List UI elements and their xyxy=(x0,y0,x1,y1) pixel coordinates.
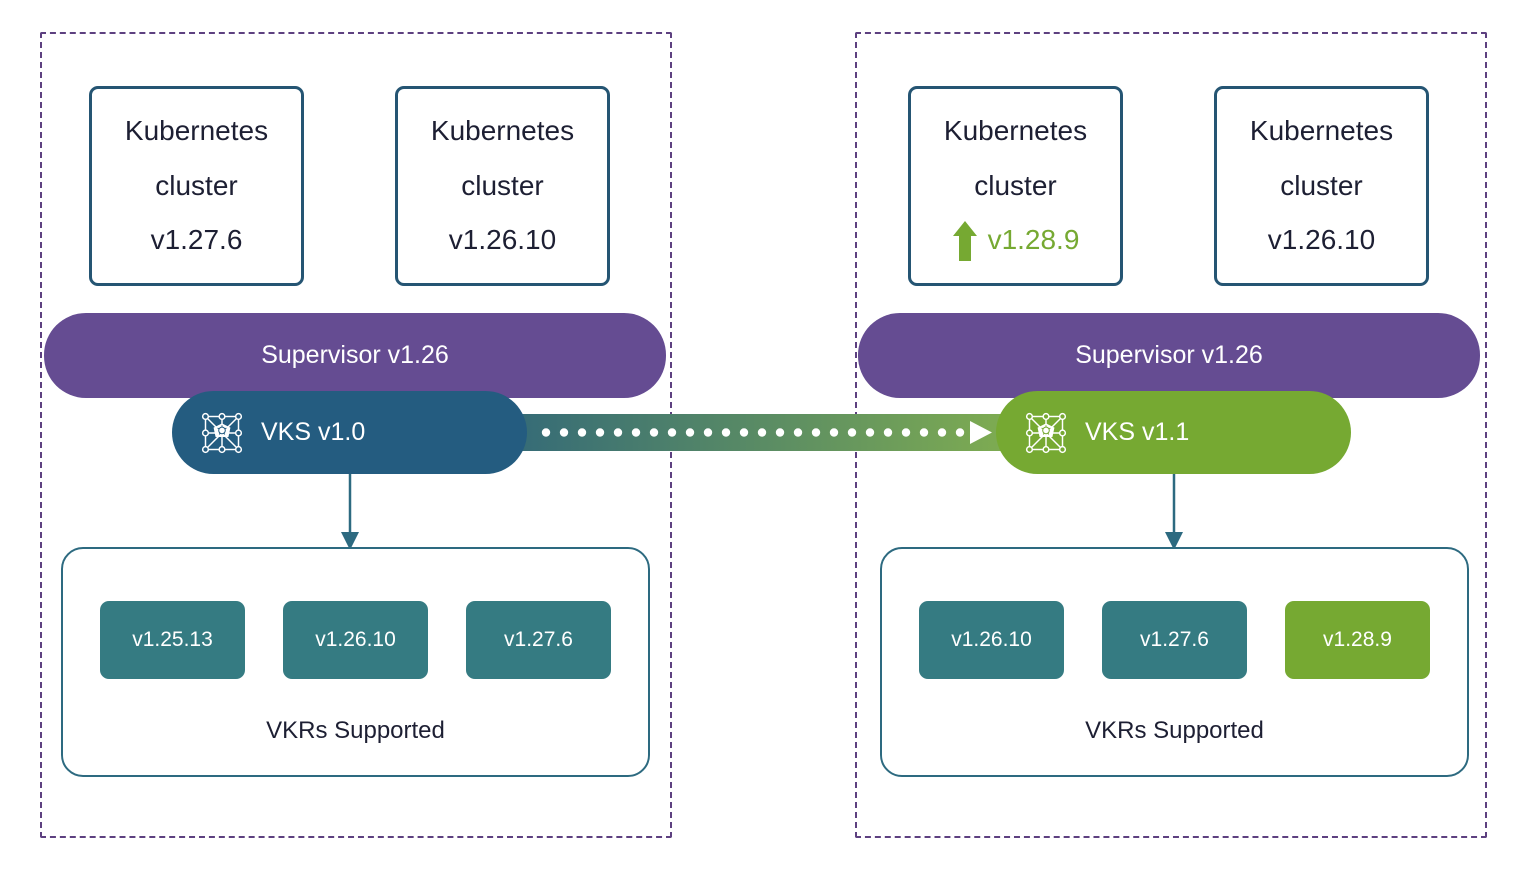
vkr-chip: v1.25.13 xyxy=(100,601,245,679)
supervisor-bar: Supervisor v1.26 xyxy=(858,313,1480,398)
vkr-chip: v1.27.6 xyxy=(466,601,611,679)
vks-version-pill-upgraded: VKS v1.1 xyxy=(996,391,1351,474)
vks-version-label: VKS v1.0 xyxy=(261,418,366,446)
kubernetes-cluster-box: Kubernetes cluster v1.27.6 xyxy=(89,86,304,286)
upgrade-up-arrow-icon xyxy=(952,220,977,261)
kubernetes-cluster-box-upgraded: Kubernetes cluster v1.28.9 xyxy=(908,86,1123,286)
vkr-chip-row: v1.26.10 v1.27.6 v1.28.9 xyxy=(919,601,1430,679)
cluster-title-line1: Kubernetes xyxy=(1249,115,1394,147)
cluster-title-line2: cluster xyxy=(461,169,544,201)
vkrs-supported-box: v1.26.10 v1.27.6 v1.28.9 VKRs Supported xyxy=(880,547,1469,777)
vks-to-vkrs-connector xyxy=(1160,470,1188,552)
vkr-chip-label: v1.28.9 xyxy=(1323,628,1392,651)
cluster-title-line2: cluster xyxy=(974,169,1057,201)
vkrs-supported-caption: VKRs Supported xyxy=(266,717,445,744)
cluster-title-line2: cluster xyxy=(1280,169,1363,201)
kubernetes-cluster-box: Kubernetes cluster v1.26.10 xyxy=(1214,86,1429,286)
cluster-title-line1: Kubernetes xyxy=(943,115,1088,147)
supervisor-bar: Supervisor v1.26 xyxy=(44,313,666,398)
vkr-chip-label: v1.25.13 xyxy=(132,628,213,651)
vkr-chip: v1.26.10 xyxy=(283,601,428,679)
supervisor-label: Supervisor v1.26 xyxy=(261,341,449,369)
vkr-chip-label: v1.26.10 xyxy=(315,628,396,651)
vkr-chip-row: v1.25.13 v1.26.10 v1.27.6 xyxy=(100,601,611,679)
kubernetes-cluster-icon xyxy=(201,412,243,453)
cluster-title-line1: Kubernetes xyxy=(124,115,269,147)
vkr-chip-label: v1.26.10 xyxy=(951,628,1032,651)
cluster-version: v1.28.9 xyxy=(987,224,1080,256)
cluster-title-line2: cluster xyxy=(155,169,238,201)
vkr-chip: v1.26.10 xyxy=(919,601,1064,679)
vkrs-supported-caption: VKRs Supported xyxy=(1085,717,1264,744)
vkr-chip-label: v1.27.6 xyxy=(1140,628,1209,651)
supervisor-label: Supervisor v1.26 xyxy=(1075,341,1263,369)
cluster-title-line1: Kubernetes xyxy=(430,115,575,147)
kubernetes-cluster-box: Kubernetes cluster v1.26.10 xyxy=(395,86,610,286)
cluster-version: v1.26.10 xyxy=(448,224,557,256)
vks-to-vkrs-connector xyxy=(336,470,364,552)
down-arrow-icon xyxy=(1165,470,1183,550)
down-arrow-icon xyxy=(341,470,359,550)
vkr-chip-new: v1.28.9 xyxy=(1285,601,1430,679)
cluster-version: v1.27.6 xyxy=(150,224,243,256)
vks-version-label: VKS v1.1 xyxy=(1085,418,1190,446)
cluster-version-row: v1.28.9 xyxy=(952,213,1080,268)
vkrs-supported-box: v1.25.13 v1.26.10 v1.27.6 VKRs Supported xyxy=(61,547,650,777)
vkr-chip-label: v1.27.6 xyxy=(504,628,573,651)
kubernetes-cluster-icon xyxy=(1025,412,1067,453)
vkr-chip: v1.27.6 xyxy=(1102,601,1247,679)
cluster-version: v1.26.10 xyxy=(1267,224,1376,256)
vks-version-pill: VKS v1.0 xyxy=(172,391,527,474)
